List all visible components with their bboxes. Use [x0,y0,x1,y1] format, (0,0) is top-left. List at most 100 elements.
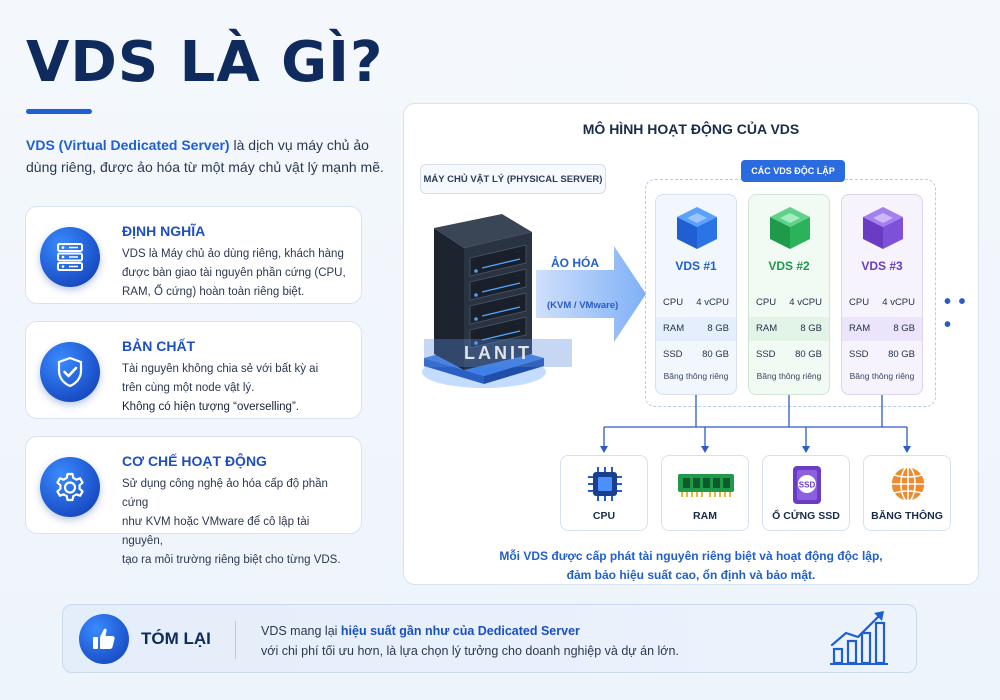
summary-bar: TÓM LẠI VDS mang lại hiệu suất gần như c… [62,604,917,673]
vds-card-1: VDS #1 CPU 4 vCPU RAM 8 GB SSD 80 GB Băng t… [655,194,737,395]
summary-title: TÓM LẠI [141,629,211,648]
summary-text-line2: với chi phí tối ưu hơn, là lựa chọn lý t… [261,644,679,658]
virtualization-sublabel: (KVM / VMware) [547,300,619,311]
vds-row-cpu: CPU 4 vCPU [842,291,922,315]
row-value: 8 GB [800,323,822,334]
row-key: CPU [756,297,777,308]
resource-label: RAM [693,510,717,522]
vds-row-ssd: SSD 80 GB [842,343,922,367]
intro-text-1: là dịch vụ máy chủ ảo [229,137,369,153]
vds-group-label: CÁC VDS ĐỘC LẬP [741,160,845,182]
card-title: ĐỊNH NGHĨA [122,223,206,239]
vds-footnote: Băng thông riêng [849,371,915,381]
caption-line: Mỗi VDS được cấp phát tài nguyên riêng b… [499,549,883,563]
summary-text: VDS mang lại hiệu suất gần như của Dedic… [261,621,679,661]
row-value: 80 GB [795,349,822,360]
vds-row-cpu: CPU 4 vCPU [656,291,736,315]
resource-ram: RAM [661,455,749,531]
cube-icon [677,207,717,249]
summary-text-pre: VDS mang lại [261,624,341,638]
row-value: 8 GB [893,323,915,334]
vds-footnote: Băng thông riêng [663,371,729,381]
connector-lines [600,395,911,453]
card-line: Không có hiện tượng “overselling”. [122,401,299,413]
card-line: Tài nguyên không chia sẻ với bất kỳ ai [122,363,319,375]
growth-chart-icon [830,611,888,665]
row-value: 80 GB [702,349,729,360]
intro-highlight: VDS (Virtual Dedicated Server) [26,137,230,153]
caption-line: đảm bảo hiệu suất cao, ổn định và bảo mậ… [566,568,816,582]
virtualization-arrow-icon [536,246,646,342]
card-body: VDS là Máy chủ ảo dùng riêng, khách hàng… [122,245,352,302]
row-key: RAM [756,323,778,334]
cube-icon [863,207,903,249]
cube-icon [770,207,810,249]
diagram-caption: Mỗi VDS được cấp phát tài nguyên riêng b… [404,547,978,585]
card-line: trên cùng một node vật lý. [122,382,255,394]
summary-highlight: hiệu suất gần như của Dedicated Server [340,624,580,638]
summary-divider [235,621,236,659]
row-value: 8 GB [707,323,729,334]
row-value: 4 vCPU [882,297,915,308]
globe-icon [890,466,926,502]
server-icon [40,227,100,287]
title-underline [26,109,92,114]
watermark-logo: LANIT [424,339,572,367]
resource-label: CPU [592,510,616,522]
vds-row-ssd: SSD 80 GB [749,343,829,367]
card-mechanism: CƠ CHẾ HOẠT ĐỘNG Sử dụng công nghệ ảo hó… [25,436,362,566]
diagram-title: MÔ HÌNH HOẠT ĐỘNG CỦA VDS [582,121,800,137]
cpu-chip-icon [588,467,622,501]
card-nature: BẢN CHẤT Tài nguyên không chia sẻ với bấ… [25,321,362,419]
row-value: 4 vCPU [696,297,729,308]
row-key: CPU [663,297,684,308]
resource-cpu: CPU [560,455,648,531]
resource-label: BĂNG THÔNG [871,510,943,522]
vds-name: VDS #2 [768,259,810,273]
row-key: RAM [663,323,685,334]
resource-ssd: SSD Ổ CỨNG SSD [762,455,850,531]
physical-server-label: MÁY CHỦ VẬT LÝ (PHYSICAL SERVER) [420,164,606,194]
physical-server-icon [422,214,546,388]
ssd-icon-text: SSD [799,481,816,490]
vds-row-cpu: CPU 4 vCPU [749,291,829,315]
more-indicator: • • • [944,291,967,336]
card-line: RAM, Ổ cứng) hoàn toàn riêng biệt. [122,286,305,298]
row-value: 80 GB [888,349,915,360]
card-line: tạo ra môi trường riêng biệt cho từng VD… [122,554,341,566]
ram-module-icon [678,474,734,497]
virtualization-label: ẢO HÓA [551,256,599,270]
thumbs-up-icon [79,614,129,664]
vds-footnote: Băng thông riêng [756,371,822,381]
card-line: như KVM hoặc VMware để cô lập tài nguyên… [122,516,310,547]
card-definition: ĐỊNH NGHĨA VDS là Máy chủ ảo dùng riêng,… [25,206,362,304]
row-value: 4 vCPU [789,297,822,308]
card-line: được bàn giao tài nguyên phần cứng (CPU, [122,267,346,279]
ssd-icon: SSD [793,466,821,504]
row-key: RAM [849,323,871,334]
card-body: Sử dụng công nghệ ảo hóa cấp độ phần cứn… [122,475,352,570]
row-key: SSD [663,349,683,360]
vds-row-ssd: SSD 80 GB [656,343,736,367]
vds-card-2: VDS #2 CPU 4 vCPU RAM 8 GB SSD 80 GB Băng t… [748,194,830,395]
intro-paragraph: VDS (Virtual Dedicated Server) là dịch v… [26,134,406,178]
card-body: Tài nguyên không chia sẻ với bất kỳ ai t… [122,360,352,417]
resource-label: Ổ CỨNG SSD [772,510,840,522]
row-key: CPU [849,297,870,308]
intro-text-2: dùng riêng, được ảo hóa từ một máy chủ v… [26,159,384,175]
row-key: SSD [756,349,776,360]
page-title: VDS LÀ GÌ? [26,30,384,95]
vds-row-ram: RAM 8 GB [842,317,922,341]
shield-check-icon [40,342,100,402]
card-line: VDS là Máy chủ ảo dùng riêng, khách hàng [122,248,344,260]
vds-name: VDS #3 [861,259,903,273]
gear-icon [40,457,100,517]
vds-row-ram: RAM 8 GB [656,317,736,341]
vds-diagram-panel: MÔ HÌNH HOẠT ĐỘNG CỦA VDS MÁY CHỦ VẬT LÝ… [403,103,979,585]
vds-name: VDS #1 [675,259,717,273]
resource-bandwidth: BĂNG THÔNG [863,455,951,531]
row-key: SSD [849,349,869,360]
vds-row-ram: RAM 8 GB [749,317,829,341]
card-title: BẢN CHẤT [122,338,196,354]
card-line: Sử dụng công nghệ ảo hóa cấp độ phần cứn… [122,478,328,509]
